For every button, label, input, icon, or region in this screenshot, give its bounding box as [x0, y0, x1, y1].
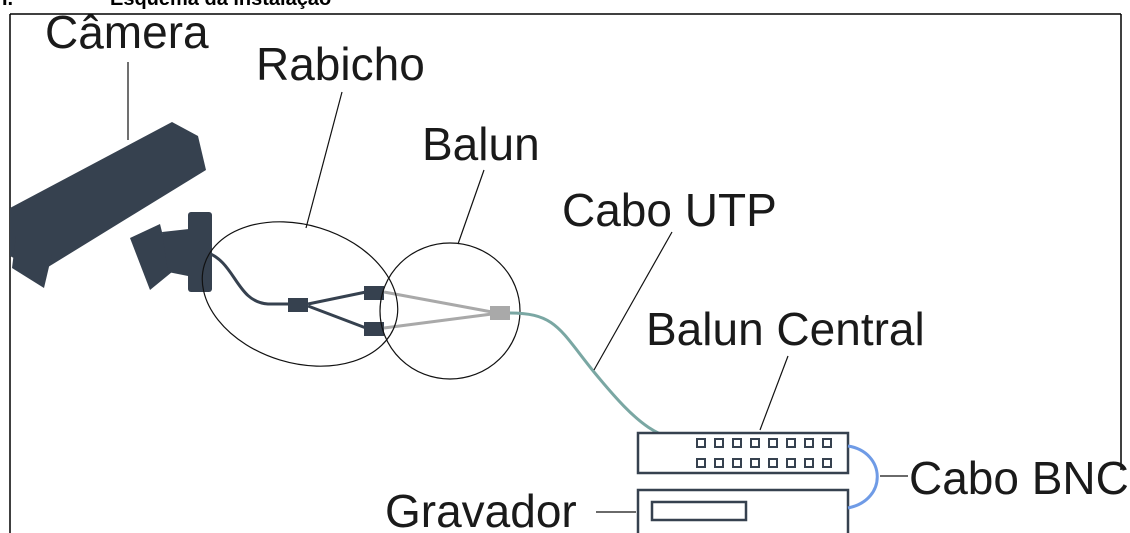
label-balun: Balun — [422, 118, 540, 170]
label-camera: Câmera — [45, 6, 209, 58]
section-heading: Esquema da instalação — [110, 0, 331, 10]
label-cabo-bnc: Cabo BNC — [909, 452, 1129, 504]
recorder-device — [636, 488, 850, 533]
section-number: I. — [2, 0, 13, 10]
pigtail-cable — [205, 250, 292, 306]
diagram-frame — [9, 13, 1122, 533]
balun-connector — [490, 306, 510, 320]
balun-wires — [383, 290, 493, 330]
label-balun-central: Balun Central — [646, 303, 925, 355]
balun-central-device — [636, 431, 850, 475]
balun-ellipse — [379, 242, 521, 380]
port-grid — [696, 438, 832, 468]
label-cabo-utp: Cabo UTP — [562, 184, 777, 236]
label-gravador: Gravador — [385, 485, 577, 533]
pigtail-connector — [288, 298, 308, 312]
leader-lines — [127, 62, 908, 513]
pigtail-split — [307, 290, 367, 330]
pigtail-plug-top — [364, 286, 384, 300]
label-rabicho: Rabicho — [256, 38, 425, 90]
bnc-cable — [847, 444, 879, 510]
pigtail-plug-bottom — [364, 322, 384, 336]
rabicho-ellipse — [201, 221, 399, 367]
camera-icon — [10, 122, 212, 292]
